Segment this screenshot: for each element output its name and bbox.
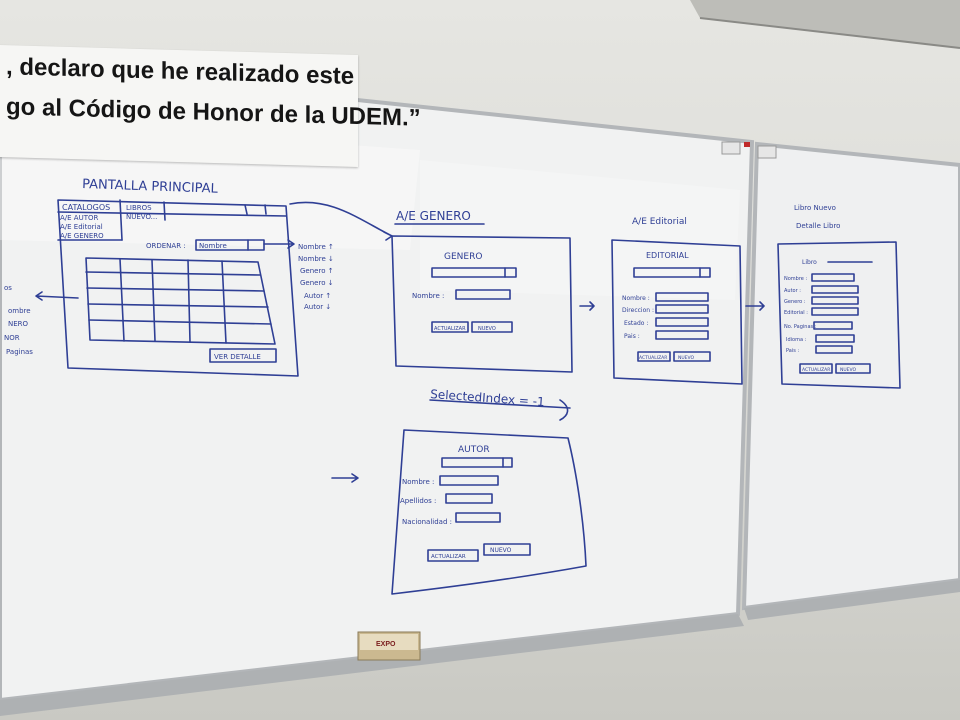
- libro-field: Nombre :: [784, 276, 807, 282]
- libro-heading-new: Libro Nuevo: [794, 204, 836, 212]
- sort-dropdown: [195, 239, 265, 251]
- libro-field: No. Paginas :: [784, 324, 817, 330]
- libro-field: Idioma :: [786, 337, 807, 343]
- sort-option: Nombre ↓: [298, 255, 334, 263]
- libro-field-top: Libro: [802, 259, 817, 266]
- editorial-field: Pais :: [624, 333, 640, 340]
- libro-field: Genero :: [784, 299, 806, 305]
- editorial-form-title: EDITORIAL: [646, 251, 689, 260]
- main-screen-frame: [57, 199, 299, 377]
- genero-form-frame: [391, 235, 573, 373]
- menu-item-genero: A/E GENERO: [60, 232, 104, 240]
- left-note: NERO: [8, 320, 29, 328]
- right-whiteboard: [741, 141, 960, 611]
- editorial-field: Direccion :: [622, 307, 654, 314]
- autor-form-frame: [391, 429, 587, 595]
- libro-field: Pais :: [786, 348, 799, 354]
- left-note: ombre: [8, 307, 31, 315]
- autor-field: Nombre :: [402, 478, 434, 486]
- left-note: os: [4, 284, 12, 292]
- libro-field: Editorial :: [784, 310, 808, 316]
- sort-option: Nombre ↑: [298, 243, 334, 251]
- menu-catalogs-label: CATALOGOS: [62, 203, 110, 212]
- autor-update-label: ACTUALIZAR: [431, 554, 466, 560]
- view-detail-label: VER DETALLE: [214, 353, 261, 361]
- eraser-brand-label: EXPO: [376, 641, 396, 648]
- sort-label: ORDENAR :: [146, 242, 186, 250]
- sort-option: Genero ↑: [300, 267, 334, 275]
- sort-option: Genero ↓: [300, 279, 334, 287]
- editorial-field: Nombre :: [622, 295, 650, 302]
- honor-code-sign: , declaro que he realizado este go al Có…: [0, 44, 421, 168]
- genero-heading: A/E GENERO: [396, 209, 471, 223]
- left-note: NOR: [4, 334, 20, 342]
- libro-field: Autor :: [784, 288, 801, 294]
- menu-item-autor: A/E AUTOR: [60, 214, 98, 222]
- libro-update-label: ACTUALIZAR: [802, 367, 830, 373]
- autor-field: Apellidos :: [400, 497, 436, 505]
- main-screen-title: PANTALLA PRINCIPAL: [82, 177, 219, 197]
- ceiling-vent: [690, 0, 960, 48]
- genero-update-label: ACTUALIZAR: [434, 326, 466, 332]
- autor-new-label: NUEVO: [490, 547, 512, 554]
- handwritten-text: PANTALLA PRINCIPAL CATALOGOS LIBROS NUEV…: [4, 177, 857, 560]
- marker-tray: [0, 614, 744, 716]
- sort-option: Autor ↓: [304, 303, 331, 311]
- autor-field: Nacionalidad :: [402, 518, 452, 526]
- menu-item-editorial: A/E Editorial: [60, 223, 103, 231]
- whiteboard-eraser: EXPO: [357, 631, 421, 661]
- sort-value: Nombre: [199, 242, 227, 250]
- editorial-update-label: ACTUALIZAR: [639, 355, 667, 361]
- autor-form-title: AUTOR: [458, 445, 490, 455]
- menu-new-label: NUEVO...: [126, 213, 157, 221]
- genero-form-title: GENERO: [444, 252, 482, 262]
- menu-books-label: LIBROS: [126, 204, 152, 212]
- left-note: Paginas: [6, 348, 33, 356]
- editorial-heading: A/E Editorial: [632, 217, 687, 227]
- view-detail-button-sketch: [209, 348, 277, 363]
- genero-field-name: Nombre :: [412, 292, 444, 300]
- main-data-grid: [85, 257, 276, 345]
- genero-new-label: NUEVO: [478, 326, 496, 332]
- libro-new-label: NUEVO: [840, 367, 857, 373]
- editorial-form-frame: [611, 239, 743, 385]
- editorial-field: Estado :: [624, 320, 648, 327]
- sort-option: Autor ↑: [304, 292, 331, 300]
- libro-form-frame: [777, 241, 901, 389]
- sign-line-1: , declaro que he realizado este: [6, 53, 355, 90]
- editorial-new-label: NUEVO: [678, 355, 695, 361]
- libro-heading-detail: Detalle Libro: [796, 222, 840, 230]
